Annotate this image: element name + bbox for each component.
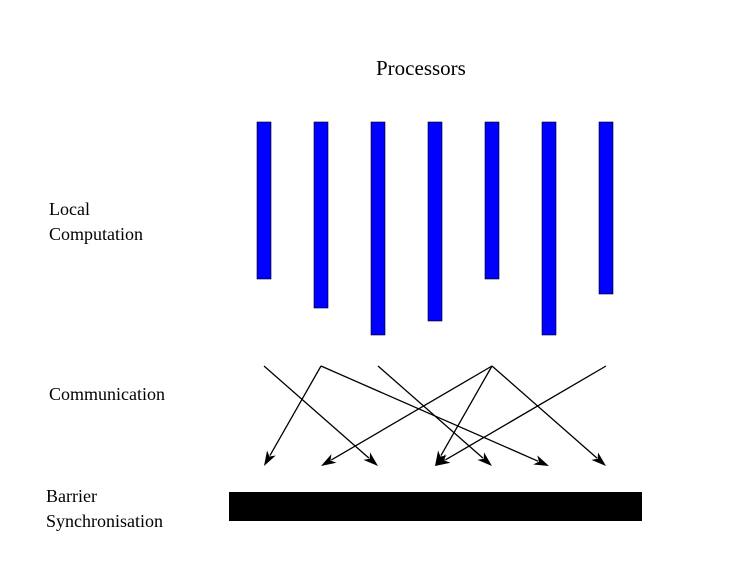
message-arrow-4 — [377, 365, 492, 466]
barrier-bar — [229, 492, 642, 521]
communication-label: Communication — [49, 382, 165, 407]
barrier-synchronisation-label: Barrier Synchronisation — [46, 484, 163, 534]
local-computation-label: Local Computation — [49, 197, 143, 247]
processor-bar-1 — [256, 121, 272, 280]
arrowhead-icon — [264, 450, 276, 466]
message-arrow-3 — [320, 365, 549, 466]
message-arrow-8 — [435, 365, 607, 466]
processor-bar-7 — [598, 121, 614, 295]
message-arrow-6 — [435, 365, 493, 466]
message-arrow-5 — [321, 365, 493, 466]
processor-bar-3 — [370, 121, 386, 336]
processor-bar-2 — [313, 121, 329, 309]
processor-bar-6 — [541, 121, 557, 336]
arrowhead-icon — [477, 452, 492, 466]
message-arrows — [263, 365, 607, 466]
message-arrow-2 — [264, 365, 322, 466]
barrier-synchronisation-label-line-1: Barrier — [46, 486, 97, 506]
arrowhead-icon — [435, 454, 451, 466]
arrowhead-icon — [533, 455, 549, 466]
arrowhead-icon — [363, 452, 378, 466]
message-arrow-7 — [491, 365, 606, 466]
message-arrow-1 — [263, 365, 378, 466]
local-computation-label-line-1: Local — [49, 199, 90, 219]
local-computation-label-line-2: Computation — [49, 224, 143, 244]
barrier-synchronisation-label-line-2: Synchronisation — [46, 511, 163, 531]
communication-label-line-1: Communication — [49, 384, 165, 404]
processor-bars — [256, 121, 614, 336]
processor-bar-5 — [484, 121, 500, 280]
arrowhead-icon — [435, 450, 447, 466]
arrowhead-icon — [591, 452, 606, 466]
diagram-title: Processors — [376, 56, 466, 80]
arrowhead-icon — [321, 454, 337, 466]
processor-bar-4 — [427, 121, 443, 322]
